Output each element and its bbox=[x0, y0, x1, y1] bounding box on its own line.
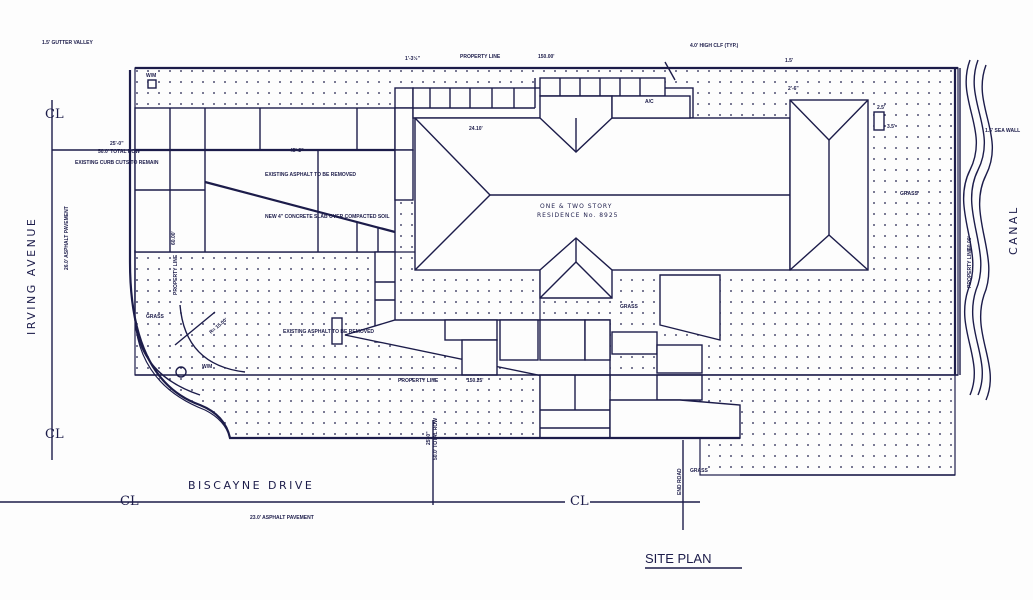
note-grass: GRASS bbox=[690, 468, 708, 474]
note-biscayne-pavement: 23.0' ASPHALT PAVEMENT bbox=[250, 515, 314, 521]
ac-unit-east bbox=[873, 111, 885, 131]
note-irving-pavement: 26.0' ASPHALT PAVEMENT bbox=[64, 206, 70, 270]
note-dim-b: 2'-6" bbox=[788, 86, 799, 92]
centerline-mark: CL bbox=[570, 494, 589, 509]
note-row-half: 25'-0" bbox=[110, 141, 124, 147]
water-meter-symbol bbox=[175, 366, 187, 378]
label-canal: CANAL bbox=[1007, 205, 1020, 255]
note-grass: GRASS bbox=[900, 191, 918, 197]
note-row-total-south: 50.0' TOTAL ROW bbox=[433, 418, 439, 460]
note-property-line-east: PROPERTY LINE bbox=[967, 247, 973, 288]
residence-label-line2: RESIDENCE No. 8925 bbox=[537, 212, 618, 219]
note-drive-dim: 45'-2" bbox=[290, 148, 304, 154]
note-house-dim: 24.10' bbox=[469, 126, 483, 132]
patio bbox=[659, 274, 721, 341]
residence-roof-plan bbox=[414, 95, 885, 299]
note-fence: 4.0' HIGH CLF (TYP.) bbox=[690, 43, 739, 49]
residence-label-line1: ONE & TWO STORY bbox=[540, 203, 612, 210]
annotations: 1.5' GUTTER VALLEY W/M PROPERTY LINE 150… bbox=[42, 40, 1020, 521]
note-ac-height: 3.5' bbox=[887, 124, 895, 130]
note-north-length: 150.00' bbox=[538, 54, 554, 60]
note-end-road: END ROAD bbox=[677, 468, 683, 495]
fence-leader bbox=[664, 61, 676, 81]
note-row-total: 50.0' TOTAL ROW bbox=[98, 149, 140, 155]
note-ac-width: 2.5' bbox=[877, 105, 885, 111]
note-grass: GRASS bbox=[620, 304, 638, 310]
centerline-mark: CL bbox=[45, 107, 64, 122]
note-grass: GRASS bbox=[146, 314, 164, 320]
note-property-line-north: PROPERTY LINE bbox=[460, 54, 501, 60]
note-gutter-valley: 1.5' GUTTER VALLEY bbox=[42, 40, 93, 46]
note-row-half-south: 25'-0" bbox=[426, 431, 432, 445]
note-water-meter-2: W/M bbox=[202, 364, 212, 370]
note-setback-top: 1'-3½" bbox=[405, 55, 421, 62]
driveway-paving bbox=[134, 107, 396, 253]
lot-southeast-grass bbox=[699, 374, 956, 476]
note-curb-cuts: EXISTING CURB CUTS TO REMAIN bbox=[75, 160, 159, 166]
note-dim-a: 1.5' bbox=[785, 58, 793, 64]
centerline-mark: CL bbox=[45, 427, 64, 442]
note-asphalt-removed-2: EXISTING ASPHALT TO BE REMOVED bbox=[283, 329, 374, 335]
ac-pad bbox=[611, 95, 691, 119]
radius-leader bbox=[174, 311, 216, 346]
note-water-meter: W/M bbox=[146, 73, 156, 79]
drawing-title: SITE PLAN bbox=[645, 551, 711, 566]
note-property-line-west: PROPERTY LINE bbox=[173, 254, 179, 295]
water-meter-box bbox=[147, 79, 157, 89]
note-property-line-south: PROPERTY LINE bbox=[398, 378, 439, 384]
bench-box bbox=[331, 317, 343, 345]
road-lines bbox=[0, 59, 994, 569]
street-biscayne-drive: BISCAYNE DRIVE bbox=[188, 479, 314, 492]
note-sea-wall: 1.5' SEA WALL bbox=[985, 128, 1020, 134]
note-ac: A/C bbox=[645, 99, 654, 105]
note-east-length: 60.00' bbox=[967, 236, 973, 250]
street-irving-avenue: IRVING AVENUE bbox=[25, 217, 38, 335]
note-west-length: 60.00' bbox=[171, 231, 177, 245]
centerline-mark: CL bbox=[120, 494, 139, 509]
note-asphalt-removed: EXISTING ASPHALT TO BE REMOVED bbox=[265, 172, 356, 178]
note-new-slab: NEW 4" CONCRETE SLAB OVER COMPACTED SOIL bbox=[265, 214, 390, 220]
note-south-length: 150.25' bbox=[467, 378, 483, 384]
